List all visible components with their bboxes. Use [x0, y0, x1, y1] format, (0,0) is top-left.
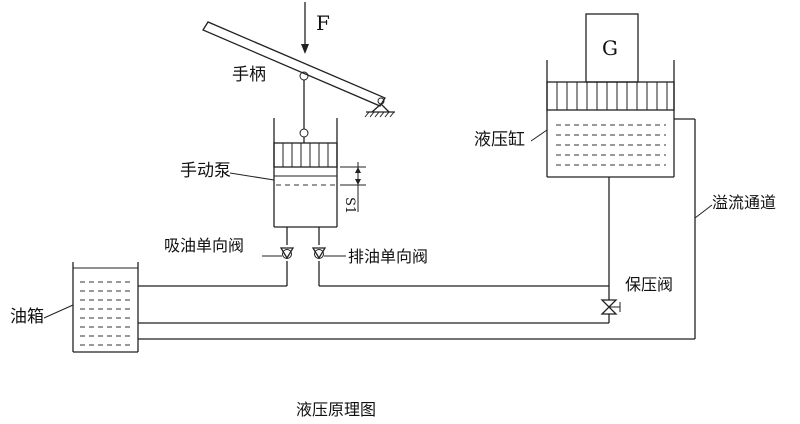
- overflow-label: 溢流通道: [712, 193, 776, 212]
- pump-leader: [229, 172, 275, 181]
- force-label: F: [316, 11, 330, 35]
- cylinder-label: 液压缸: [474, 129, 525, 150]
- stroke-label: S1: [342, 197, 357, 214]
- overflow-leader: [694, 204, 713, 219]
- handle-lever: [202, 21, 395, 138]
- pump-label: 手动泵: [180, 161, 231, 181]
- hold-valve-label: 保压阀: [625, 275, 673, 294]
- cylinder-leader: [530, 129, 548, 142]
- discharge-valve-label: 排油单向阀: [348, 247, 428, 266]
- tank-label: 油箱: [10, 307, 44, 327]
- hand-pump: [273, 118, 366, 245]
- discharge-check-valve: [311, 247, 327, 286]
- hydraulic-cylinder: [546, 60, 675, 178]
- suction-valve-label: 吸油单向阀: [164, 236, 244, 255]
- handle-label: 手柄: [232, 65, 266, 85]
- suction-check-valve: [279, 247, 295, 286]
- holding-valve: [600, 299, 621, 315]
- tank-leader: [43, 304, 74, 319]
- pipes: [138, 118, 696, 340]
- force-arrow: [301, 2, 309, 54]
- load-label: G: [602, 36, 618, 60]
- diagram-caption: 液压原理图: [296, 400, 376, 419]
- load-block: [585, 13, 639, 83]
- oil-tank: [72, 262, 139, 353]
